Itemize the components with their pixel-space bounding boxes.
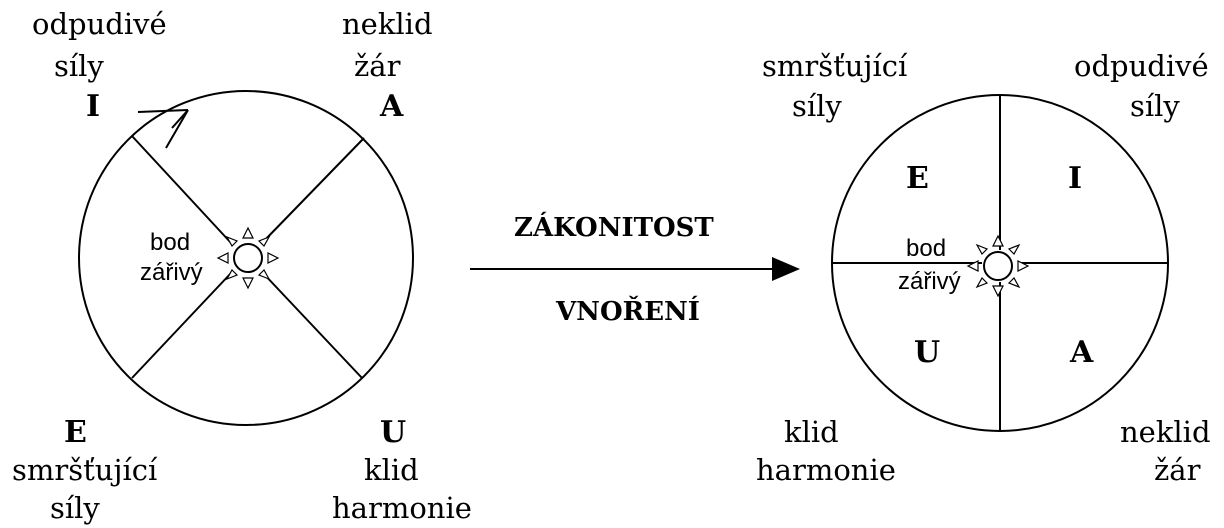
left-bottom-left-line2: síly [50, 491, 100, 525]
right-bottom-right-line2: žár [1154, 453, 1201, 487]
transformation-label-top: ZÁKONITOST [514, 211, 714, 243]
right-quadrant-tr: I [1068, 161, 1082, 196]
left-bottom-right-letter: U [380, 415, 406, 450]
right-center-label-2: zářivý [898, 268, 961, 295]
left-diagonal-br [261, 271, 363, 379]
right-bottom-left-line1: klid [784, 415, 839, 449]
left-top-right-line1: neklid [342, 7, 433, 41]
left-center-label-2: zářivý [140, 259, 203, 286]
right-diagram: bod zářivý E I U A smršťující síly odpud… [756, 49, 1211, 487]
left-diagonal-tl [131, 135, 233, 245]
left-diagonal-tr [261, 137, 365, 244]
rotation-arrow [137, 109, 189, 149]
transformation-label-bottom: VNOŘENÍ [555, 295, 700, 327]
left-bottom-right-line2: harmonie [332, 491, 472, 525]
left-diagram: bod zářivý odpudivé síly I neklid žár A … [12, 7, 472, 525]
right-top-left-line1: smršťující [762, 49, 908, 83]
right-top-left-line2: síly [792, 89, 842, 123]
right-sun-icon [966, 234, 1030, 298]
right-quadrant-bl: U [914, 335, 940, 370]
right-bottom-right-line1: neklid [1120, 415, 1211, 449]
right-quadrant-br: A [1069, 335, 1094, 370]
left-bottom-left-letter: E [64, 415, 87, 450]
left-sun-icon [216, 226, 280, 290]
left-top-right-line2: žár [354, 49, 401, 83]
right-top-right-line2: síly [1130, 89, 1180, 123]
left-top-right-letter: A [379, 89, 404, 124]
right-center-label-1: bod [906, 235, 946, 262]
left-top-left-letter: I [86, 89, 100, 124]
left-top-left-line1: odpudivé [32, 7, 167, 41]
right-quadrant-tl: E [906, 161, 929, 196]
left-circle [78, 90, 414, 426]
left-top-left-line2: síly [54, 49, 104, 83]
left-diagonal-bl [131, 271, 233, 379]
left-bottom-right-line1: klid [364, 453, 419, 487]
left-bottom-left-line1: smršťující [12, 453, 158, 487]
transformation-arrow-group: ZÁKONITOST VNOŘENÍ [470, 211, 800, 327]
right-top-right-line1: odpudivé [1074, 49, 1209, 83]
left-center-label-1: bod [150, 229, 190, 256]
right-bottom-left-line2: harmonie [756, 453, 896, 487]
